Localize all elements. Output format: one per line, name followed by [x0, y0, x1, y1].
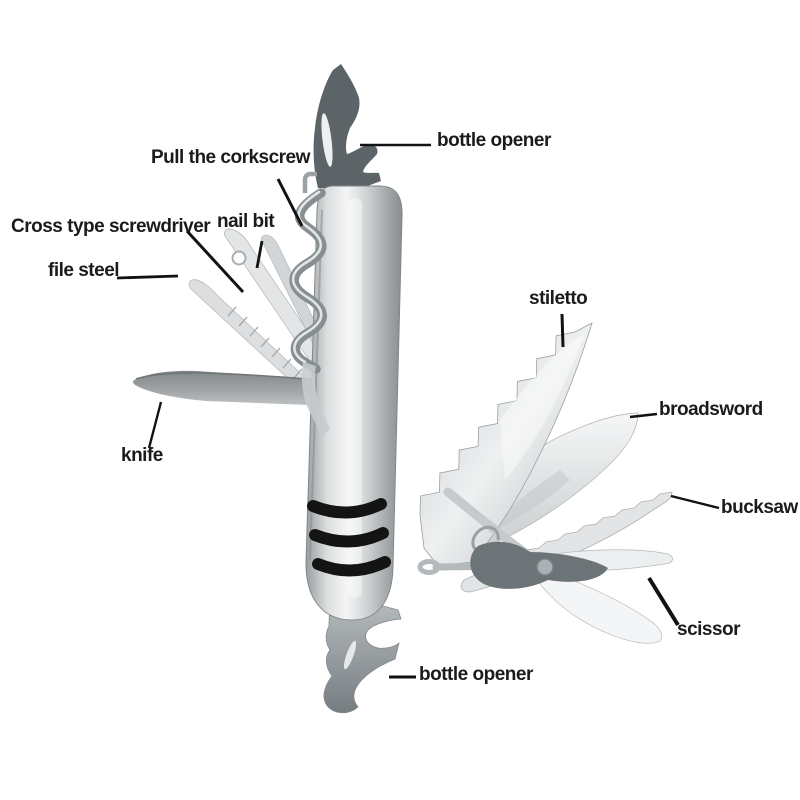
label-file-steel: file steel — [48, 260, 120, 281]
leader-stiletto — [560, 313, 565, 348]
scissors — [417, 487, 673, 644]
leader-knife — [147, 401, 163, 449]
leader-pull-the-corkscrew — [276, 178, 304, 227]
scissors-handle-loop — [417, 559, 441, 575]
leader-nail-bit — [255, 240, 264, 269]
handle — [305, 185, 403, 621]
leader-bucksaw — [670, 494, 720, 510]
leader-broadsword — [629, 412, 658, 419]
label-bottle-opener-bottom: bottle opener — [419, 664, 533, 685]
corkscrew — [289, 171, 330, 438]
leader-file-steel — [116, 274, 179, 280]
bottle-opener-bottom-tool — [323, 591, 402, 714]
label-cross-type-screwdriver: Cross type screwdriver — [11, 216, 211, 237]
scissors-lower-blade — [531, 565, 663, 644]
knife-blade — [133, 370, 335, 406]
label-bucksaw: bucksaw — [721, 497, 798, 518]
leader-cross-type-screwdriver — [185, 229, 245, 294]
label-pull-the-corkscrew: Pull the corkscrew — [151, 147, 310, 168]
blade-hole — [231, 250, 247, 266]
leader-lines — [116, 143, 720, 679]
grip-stripes — [307, 498, 391, 577]
bottle-opener-top-tool — [313, 64, 381, 188]
label-stiletto: stiletto — [529, 288, 588, 309]
label-nail-bit: nail bit — [217, 211, 275, 232]
label-scissor: scissor — [677, 619, 741, 640]
label-knife: knife — [121, 445, 163, 466]
label-bottle-opener-top: bottle opener — [437, 130, 551, 151]
scissors-pivot-rivet — [536, 558, 554, 576]
leader-scissor — [647, 576, 680, 627]
label-broadsword: broadsword — [659, 399, 763, 420]
